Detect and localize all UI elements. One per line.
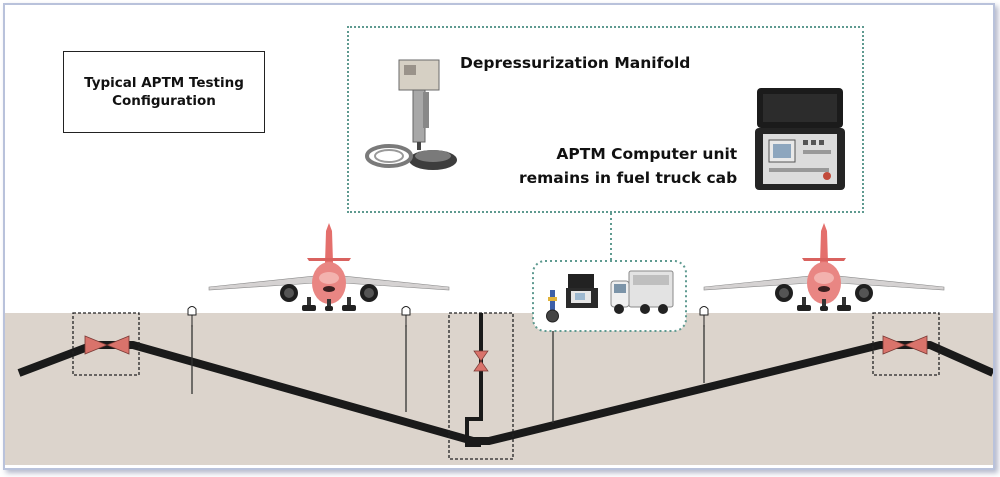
computer-label-line-1: APTM Computer unit	[556, 145, 738, 163]
title-line-1: Typical APTM Testing	[84, 75, 244, 91]
fuel-truck-icon	[610, 270, 674, 314]
title-box: Typical APTM Testing Configuration	[63, 51, 265, 133]
valve-pit-right	[872, 312, 940, 376]
manifold-label: Depressurization Manifold	[460, 54, 691, 72]
computer-case-icon	[566, 274, 598, 308]
computer-label: APTM Computer unit remains in fuel truck…	[519, 142, 737, 190]
ground-strip	[5, 313, 993, 468]
aircraft-icon	[208, 222, 450, 312]
low-point-drain	[465, 313, 483, 447]
valve-pit-left	[72, 312, 140, 376]
manifold-icon	[365, 59, 457, 170]
diagram-title: Typical APTM Testing Configuration	[74, 74, 254, 110]
diagram-canvas	[5, 208, 993, 468]
aircraft-icon	[703, 222, 945, 312]
equipment-inset: Depressurization Manifold APTM Computer …	[347, 26, 864, 213]
diagram-frame: Typical APTM Testing Configuration Depre…	[3, 3, 995, 470]
valve-icon	[473, 350, 489, 372]
computer-case-icon	[755, 88, 845, 190]
computer-label-line-2: remains in fuel truck cab	[519, 169, 738, 187]
title-line-2: Configuration	[112, 93, 216, 109]
sensor-probe-icon	[546, 290, 559, 323]
